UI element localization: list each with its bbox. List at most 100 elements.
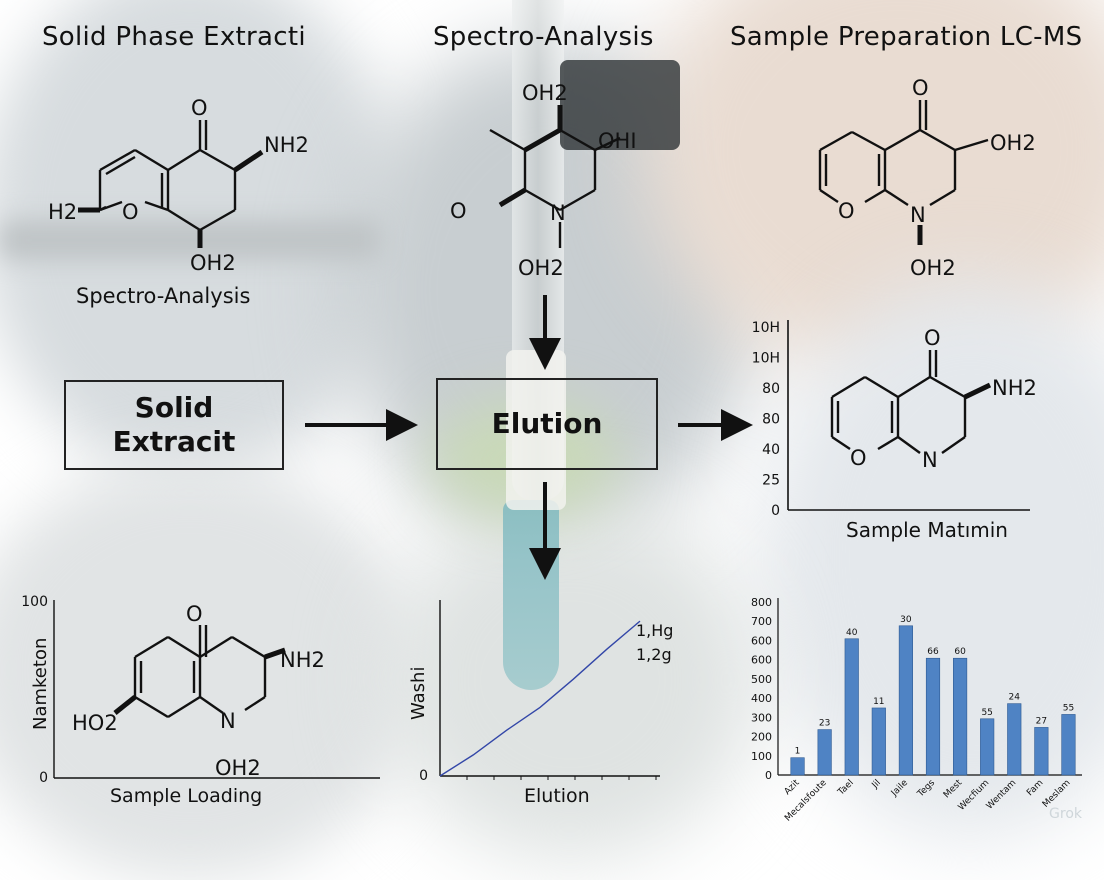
bar [898,625,913,776]
y-tick: 40 [762,442,780,458]
bottom-left-xlabel: Sample Loading [110,785,263,807]
atom: N [550,201,566,225]
x-tick-label: Meslam [1041,778,1073,810]
y-tick: 25 [762,473,780,489]
molecule-mid-right: O NH2 O N [830,326,1037,472]
molecule-top-center: OH2 OHI O N OH2 [450,81,637,280]
atom: O [924,326,941,350]
atom: O [838,199,855,223]
atom: O [186,602,203,626]
atom: OH2 [522,81,568,105]
bar [953,657,968,776]
title-right: Sample Preparation LC-MS [730,22,1083,52]
x-tick-label: Tael [836,778,856,798]
bottom-right-bar-chart: 80070060060050040030020010001Azit23Mecal… [751,596,1082,824]
y-tick: 600 [751,634,772,647]
atom: O [850,446,867,470]
annotation: 1,Hg [636,621,673,640]
atom: OH2 [215,756,261,780]
title-center: Spectro-Analysis [433,22,654,52]
atom: OH2 [190,251,236,275]
data-label: 55 [1063,703,1074,713]
box-line-2: Extracit [112,425,236,458]
title-left: Solid Phase Extracti [42,22,306,52]
watermark: Grok [1049,806,1082,822]
y-tick: 700 [751,615,772,628]
bottom-center-xlabel: Elution [524,785,590,807]
atom: HO2 [72,711,118,735]
bar [1034,727,1049,776]
y-tick: 0 [771,503,780,519]
y-tick: 0 [765,769,772,782]
atom: O [912,76,929,100]
x-tick-label: Mest [942,778,965,801]
y-axis-label: Namketon [30,638,51,730]
x-tick-label: Fam [1025,778,1045,798]
bar [1061,714,1076,776]
y-tick: 100 [751,750,772,763]
data-label: 27 [1036,716,1047,726]
mid-right-xlabel: Sample Matımin [846,518,1008,542]
y-tick: 0 [419,768,428,784]
atom: OH2 [518,256,564,280]
bar [871,707,886,776]
data-label: 24 [1009,693,1021,703]
y-tick: 600 [751,654,772,667]
bar [925,657,941,776]
atom: O [191,96,208,120]
data-label: 40 [846,628,858,638]
y-tick: 500 [751,673,772,686]
bar [790,757,805,776]
atom: N [910,203,926,227]
y-tick: 100 [21,594,48,610]
atom: NH2 [264,133,309,157]
data-label: 60 [954,647,966,657]
solid-extraction-box: Solid Extracit [64,380,284,470]
data-label: 30 [900,615,912,625]
atom: H2 [48,200,77,224]
atom: OHI [598,129,637,153]
molecule-top-right: O OH2 O N OH2 [818,76,1036,280]
y-tick: 80 [762,381,780,397]
y-tick: 200 [751,731,772,744]
flow-arrows [305,295,753,580]
x-tick-label: Tegs [915,778,937,800]
annotation: 1,2g [636,645,672,664]
x-tick-label: Azit [783,778,802,797]
bar [844,638,859,776]
x-tick-label: Jaile [889,778,910,799]
bar [1007,703,1022,776]
x-tick-label: Wentam [985,778,1019,812]
data-label: 23 [819,719,830,729]
y-tick: 10H [752,351,780,367]
series-line [439,620,641,777]
molecule-caption: Spectro-Analysis [76,284,251,308]
y-tick: 800 [751,596,772,609]
bar [817,729,832,776]
y-tick: 80 [762,412,780,428]
bottom-center-chart: 0 Washi 1,Hg 1,2g [408,600,673,784]
atom: O [450,199,467,223]
x-tick-label: Jil [870,778,883,791]
atom: N [922,448,938,472]
bar [980,718,995,776]
data-label: 66 [927,647,939,657]
y-tick: 400 [751,692,772,705]
bottom-left-chart: 100 0 Namketon [21,594,380,786]
atom: OH2 [910,256,956,280]
atom: N [220,709,236,733]
atom: O [122,200,139,224]
molecule-top-left: O NH2 H2 O OH2 [48,96,309,275]
data-label: 1 [795,747,801,757]
elution-box: Elution [436,378,658,470]
molecule-bottom-left: O NH2 HO2 N OH2 [72,602,325,780]
atom: OH2 [990,131,1036,155]
data-label: 55 [981,708,992,718]
y-tick: 300 [751,711,772,724]
y-tick: 0 [39,770,48,786]
atom: NH2 [992,376,1037,400]
y-tick: 10H [752,320,780,336]
box-line-1: Solid [134,391,214,424]
mid-right-chart: 10H 10H 80 80 40 25 0 [752,320,1030,519]
